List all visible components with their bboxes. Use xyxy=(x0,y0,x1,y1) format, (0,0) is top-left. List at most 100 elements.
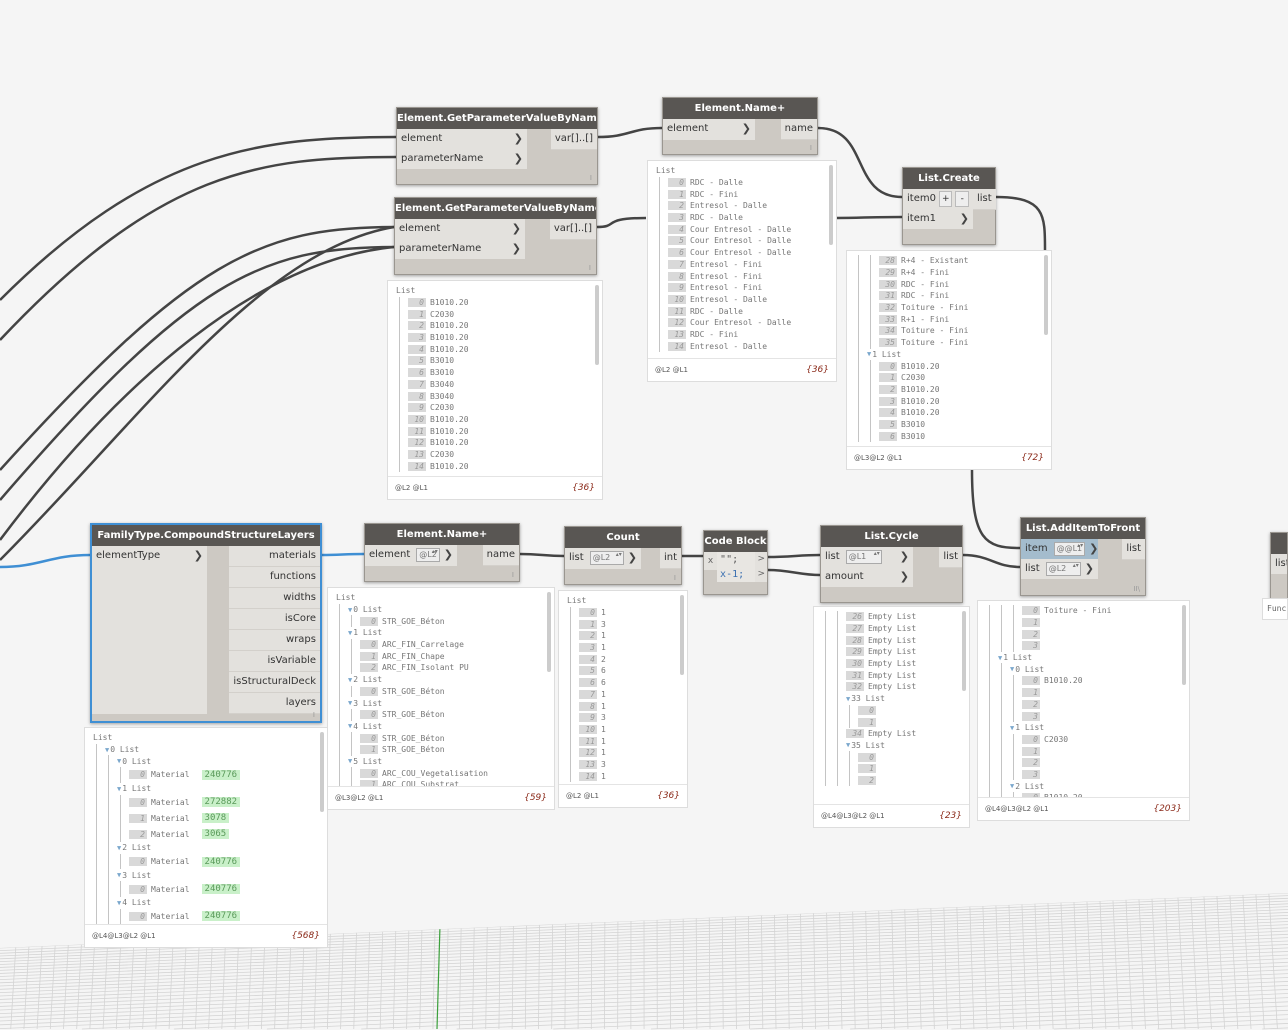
node-title[interactable]: List.AddItemToFront xyxy=(1021,518,1145,539)
collapse-triangle-icon[interactable]: ▼ xyxy=(998,653,1003,662)
collapse-triangle-icon[interactable]: ▼ xyxy=(348,757,353,766)
collapse-triangle-icon[interactable]: ▼ xyxy=(348,605,353,614)
connector-wire[interactable] xyxy=(0,553,91,569)
input-port-list[interactable]: list xyxy=(1271,554,1287,574)
output-port-wraps[interactable]: wraps xyxy=(229,630,320,651)
input-port-item[interactable]: item@@L1❯ xyxy=(1021,539,1098,559)
scrollbar-thumb[interactable] xyxy=(680,595,684,675)
connector-wire[interactable] xyxy=(0,155,397,341)
code-editor[interactable]: ""; x-1; xyxy=(717,552,756,582)
node-title[interactable]: Element.GetParameterValueByName xyxy=(397,108,597,129)
connector-wire[interactable] xyxy=(596,216,647,229)
node-title[interactable]: Element.Name+ xyxy=(365,524,519,545)
input-port-amount[interactable]: amount❯ xyxy=(821,567,913,587)
element-id-link[interactable]: 240776 xyxy=(201,911,241,922)
connector-wire[interactable] xyxy=(0,135,397,301)
collapse-triangle-icon[interactable]: ▼ xyxy=(348,675,353,684)
connector-wire[interactable] xyxy=(767,568,821,577)
output-port-isVariable[interactable]: isVariable xyxy=(229,651,320,672)
connector-wire[interactable] xyxy=(767,553,821,559)
collapse-triangle-icon[interactable]: ▼ xyxy=(1010,782,1015,791)
collapse-triangle-icon[interactable]: ▼ xyxy=(117,898,122,907)
connector-wire[interactable] xyxy=(817,126,903,199)
element-id-link[interactable]: 240776 xyxy=(201,884,241,894)
input-port-list[interactable]: list@L2❯ xyxy=(565,548,641,568)
input-port-parameterName[interactable]: parameterName❯ xyxy=(395,239,525,259)
connector-wire[interactable] xyxy=(0,245,395,501)
collapse-triangle-icon[interactable]: ▼ xyxy=(846,741,851,750)
output-port-name[interactable]: name xyxy=(482,545,519,566)
scrollbar-thumb[interactable] xyxy=(595,285,599,365)
collapse-triangle-icon[interactable]: ▼ xyxy=(846,694,851,703)
collapse-triangle-icon[interactable]: ▼ xyxy=(348,722,353,731)
output-port-name[interactable]: name xyxy=(780,119,817,140)
scrollbar-thumb[interactable] xyxy=(547,592,551,672)
input-port-x[interactable]: x xyxy=(704,552,718,570)
collapse-triangle-icon[interactable]: ▼ xyxy=(1010,665,1015,674)
collapse-triangle-icon[interactable]: ▼ xyxy=(348,699,353,708)
input-port-parameterName[interactable]: parameterName❯ xyxy=(397,149,527,169)
element-id-link[interactable]: 272882 xyxy=(201,797,241,808)
output-port-isStructuralDeck[interactable]: isStructuralDeck xyxy=(229,672,320,693)
connector-wire[interactable] xyxy=(962,553,1021,569)
input-port-element[interactable]: element❯ xyxy=(663,119,755,139)
lacing-level-spinner[interactable]: @@L1 xyxy=(1053,542,1086,556)
output-port-list[interactable]: list xyxy=(939,547,962,568)
element-id-link[interactable]: 3065 xyxy=(201,829,230,840)
input-port-list[interactable]: list@L2❯ xyxy=(1021,559,1098,579)
collapse-triangle-icon[interactable]: ▼ xyxy=(117,784,122,793)
lacing-level-spinner[interactable]: @L2 xyxy=(589,551,624,565)
connector-wire[interactable] xyxy=(519,552,565,558)
connector-wire[interactable] xyxy=(970,469,1021,550)
remove-input-button[interactable]: - xyxy=(955,191,969,207)
input-port-element[interactable]: element❯ xyxy=(397,129,527,149)
code-line[interactable]: ""; xyxy=(720,554,739,565)
output-port-materials[interactable]: materials xyxy=(229,546,320,567)
node-title[interactable]: List.Cycle xyxy=(821,526,962,547)
output-port-widths[interactable]: widths xyxy=(229,588,320,609)
scrollbar-thumb[interactable] xyxy=(962,611,966,691)
input-port-element[interactable]: element❯ xyxy=(395,219,525,239)
connector-wire[interactable] xyxy=(597,126,663,139)
output-port[interactable]: > xyxy=(757,569,765,579)
input-port-element[interactable]: element@L2❯ xyxy=(365,545,457,565)
scrollbar-thumb[interactable] xyxy=(1044,255,1048,335)
lacing-level-spinner[interactable]: @L2 xyxy=(416,548,440,562)
output-port-isCore[interactable]: isCore xyxy=(229,609,320,630)
node-title[interactable]: Code Block xyxy=(704,531,767,552)
node-title[interactable] xyxy=(1271,533,1287,554)
collapse-triangle-icon[interactable]: ▼ xyxy=(348,628,353,637)
input-port-list[interactable]: list@L1❯ xyxy=(821,547,913,567)
node-title[interactable]: Element.Name+ xyxy=(663,98,817,119)
collapse-triangle-icon[interactable]: ▼ xyxy=(105,745,110,754)
code-line[interactable]: x-1; xyxy=(720,569,745,580)
output-port-list[interactable]: list xyxy=(1122,539,1145,560)
collapse-triangle-icon[interactable]: ▼ xyxy=(117,757,122,766)
collapse-triangle-icon[interactable]: ▼ xyxy=(867,350,872,359)
output-port-int[interactable]: int xyxy=(659,548,681,569)
scrollbar-thumb[interactable] xyxy=(1182,605,1186,685)
connector-wire[interactable] xyxy=(0,245,395,541)
element-id-link[interactable]: 240776 xyxy=(201,856,241,867)
output-port-list[interactable]: list xyxy=(973,189,996,210)
node-partial[interactable]: list xyxy=(1270,532,1288,599)
element-id-link[interactable]: 240776 xyxy=(201,769,241,780)
input-port-elementType[interactable]: elementType❯ xyxy=(92,546,207,566)
